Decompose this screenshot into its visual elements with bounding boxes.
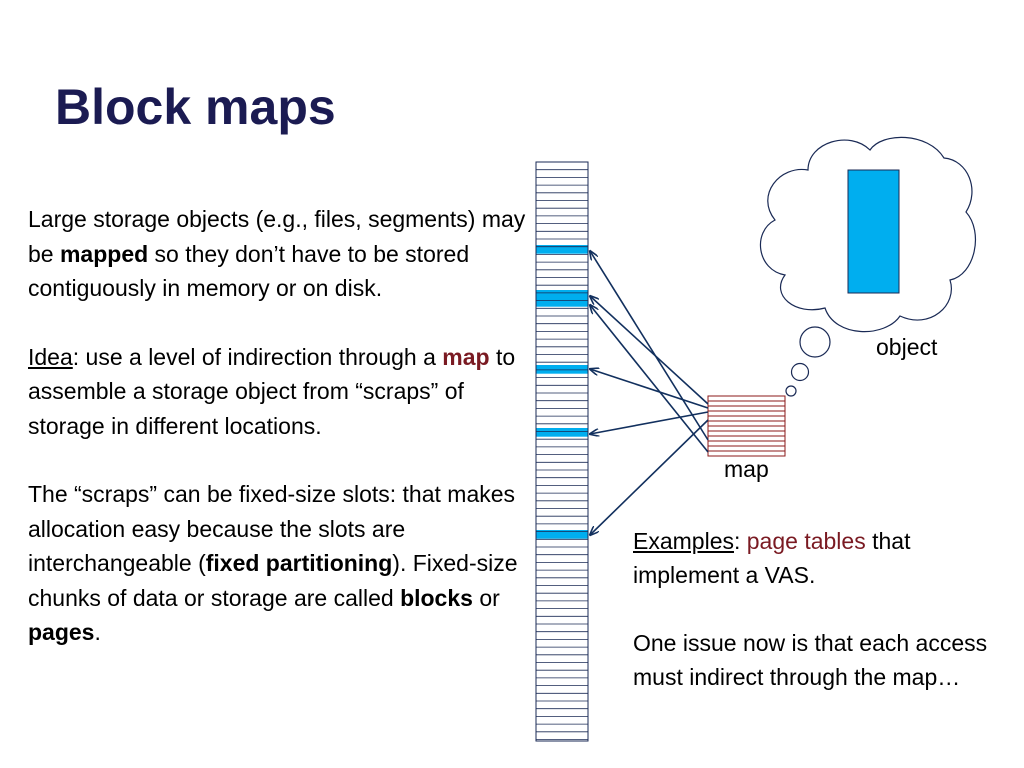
paragraph-idea: Idea: use a level of indirection through… [28,343,516,439]
map-label: map [724,456,769,482]
memory-block-2 [536,290,588,299]
term-examples: Examples [633,528,734,554]
memory-block-5 [536,428,588,437]
memory-block-1 [536,245,588,254]
term-page-tables: page tables [746,528,866,554]
arrow-to-slot-1 [590,251,709,441]
term-pages: pages [28,619,95,645]
arrow-to-slot-5 [590,411,709,434]
thought-cloud [759,136,976,397]
object-label: object [876,334,938,360]
term-idea: Idea [28,343,73,370]
arrow-to-slot-2 [590,296,709,405]
memory-column [535,161,589,742]
cloud-bubble-small [785,385,797,397]
map-entries [708,400,785,452]
right-text-column: Examples: page tables that implement a V… [633,524,1013,694]
term-map: map [442,343,490,370]
memory-block-4 [536,365,588,374]
cloud-bubble-medium [790,362,810,382]
term-mapped: mapped [59,240,149,267]
memory-block-3 [536,298,588,307]
memory-highlighted-slots [536,245,588,539]
map-border [707,395,786,457]
paragraph-issue: One issue now is that each access must i… [633,630,988,690]
map-table [707,395,786,457]
left-text-column: Large storage objects (e.g., files, segm… [28,202,528,650]
memory-border [535,161,589,742]
memory-block-6 [536,530,588,539]
paragraph-scraps: The “scraps” can be fixed-size slots: th… [28,481,518,645]
page-title: Block maps [55,79,336,135]
paragraph-examples: Examples: page tables that implement a V… [633,528,911,588]
term-fixed-partitioning: fixed partitioning [205,550,393,576]
arrow-to-slot-3 [590,305,709,453]
arrow-to-slot-6 [590,419,709,535]
object-block [847,169,900,294]
map-arrows [590,251,709,535]
term-blocks: blocks [400,584,473,611]
memory-slot-dividers [536,169,588,740]
arrow-to-slot-4 [590,369,709,409]
cloud-bubble-large [799,326,831,358]
paragraph-mapping: Large storage objects (e.g., files, segm… [28,206,526,301]
